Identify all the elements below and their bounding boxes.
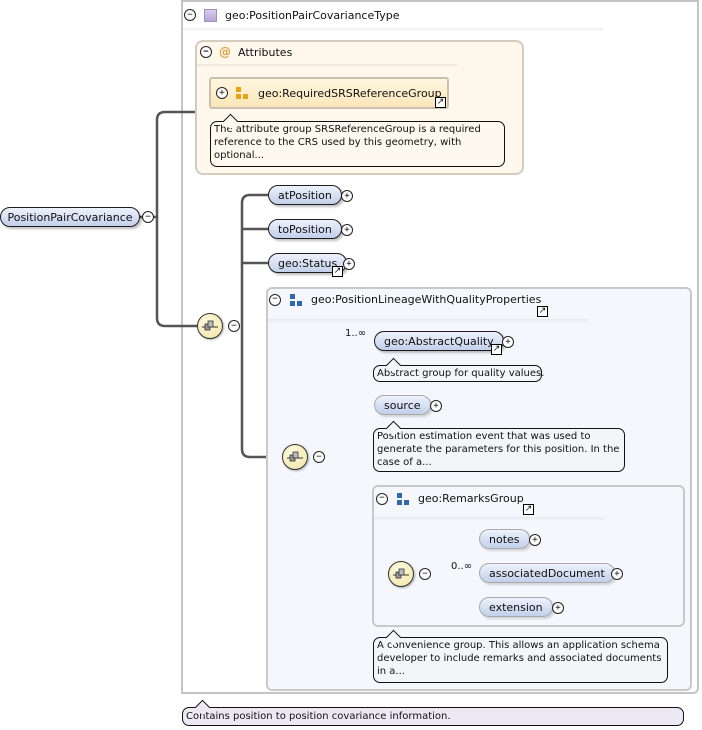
header-separator: [374, 517, 604, 521]
reference-arrow-icon[interactable]: ↗: [332, 266, 343, 277]
attribute-group-icon: [236, 87, 250, 99]
collapse-toggle[interactable]: −: [200, 46, 212, 58]
group-name: geo:PositionLineageWithQualityProperties: [311, 293, 542, 306]
abstract-quality-annotation: Abstract group for quality values.: [373, 357, 545, 382]
attribute-at-icon: @: [219, 45, 231, 59]
expand-toggle[interactable]: +: [611, 568, 623, 580]
element-source[interactable]: source: [374, 395, 431, 415]
expand-toggle[interactable]: +: [552, 602, 564, 614]
type-name: geo:PositionPairCovarianceType: [225, 8, 400, 22]
sequence-glyph-icon: [287, 451, 303, 462]
attribute-group-annotation: The attribute group SRSReferenceGroup is…: [210, 113, 505, 167]
header-separator: [183, 28, 603, 32]
attributes-label: Attributes: [238, 45, 293, 59]
source-annotation: Position estimation event that was used …: [373, 420, 625, 472]
element-geo-status[interactable]: geo:Status: [268, 253, 348, 273]
reference-arrow-icon[interactable]: ↗: [435, 97, 446, 108]
element-name: PositionPairCovariance: [7, 210, 133, 224]
annotation-text: A convenience group. This allows an appl…: [377, 640, 662, 677]
element-notes[interactable]: notes: [479, 529, 530, 549]
annotation-text: The attribute group SRSReferenceGroup is…: [214, 124, 481, 161]
expand-toggle[interactable]: +: [529, 534, 541, 546]
collapse-toggle[interactable]: −: [313, 451, 325, 463]
type-annotation: Contains position to position covariance…: [182, 699, 684, 726]
element-extension[interactable]: extension: [479, 597, 553, 617]
element-geo-abstract-quality[interactable]: geo:AbstractQuality: [374, 331, 504, 351]
expand-toggle[interactable]: +: [216, 87, 228, 99]
sequence-glyph-icon: [393, 568, 409, 579]
attribute-group-required-srs-reference[interactable]: + geo:RequiredSRSReferenceGroup: [209, 77, 449, 109]
reference-arrow-icon[interactable]: ↗: [537, 306, 548, 317]
expand-toggle[interactable]: +: [341, 190, 353, 202]
element-to-position[interactable]: toPosition: [268, 219, 342, 239]
element-associated-document[interactable]: associatedDocument: [479, 563, 615, 583]
annotation-text: Position estimation event that was used …: [377, 431, 620, 468]
reference-arrow-icon[interactable]: ↗: [491, 344, 502, 355]
sequence-compositor-icon[interactable]: [197, 313, 223, 339]
type-header: − geo:PositionPairCovarianceType: [184, 6, 400, 24]
element-name: associatedDocument: [489, 566, 605, 580]
element-at-position[interactable]: atPosition: [268, 185, 342, 205]
annotation-text: Contains position to position covariance…: [186, 711, 451, 722]
expand-toggle[interactable]: +: [343, 258, 355, 270]
group-name: geo:RemarksGroup: [418, 492, 524, 505]
expand-toggle[interactable]: +: [502, 336, 514, 348]
header-separator: [268, 319, 588, 323]
collapse-toggle[interactable]: −: [419, 568, 431, 580]
sequence-glyph-icon: [202, 320, 218, 331]
header-separator: [197, 64, 457, 68]
cardinality-label: 0..∞: [451, 561, 473, 572]
attributes-header: − @ Attributes: [198, 45, 292, 59]
element-name: geo:Status: [278, 256, 338, 270]
annotation-text: Abstract group for quality values.: [377, 368, 545, 379]
cardinality-label: 1..∞: [345, 328, 367, 339]
model-group-icon: [289, 293, 303, 306]
sequence-compositor-icon[interactable]: [282, 444, 308, 470]
reference-arrow-icon[interactable]: ↗: [523, 504, 534, 515]
element-name: toPosition: [278, 222, 332, 236]
element-name: source: [384, 398, 421, 412]
remarks-group-annotation: A convenience group. This allows an appl…: [373, 629, 668, 683]
model-group-icon: [396, 492, 410, 505]
element-name: atPosition: [278, 188, 332, 202]
root-element-position-pair-covariance[interactable]: PositionPairCovariance: [0, 207, 140, 227]
attribute-group-name: geo:RequiredSRSReferenceGroup: [258, 86, 442, 100]
expand-toggle[interactable]: +: [430, 400, 442, 412]
element-name: extension: [489, 600, 543, 614]
expand-toggle[interactable]: +: [341, 224, 353, 236]
collapse-toggle[interactable]: −: [184, 9, 196, 21]
collapse-toggle[interactable]: −: [142, 211, 154, 223]
collapse-toggle[interactable]: −: [269, 293, 281, 306]
lineage-group-header: − geo:PositionLineageWithQualityProperti…: [269, 293, 541, 306]
remarks-group-header: − geo:RemarksGroup: [376, 492, 524, 505]
element-name: notes: [489, 532, 520, 546]
collapse-toggle[interactable]: −: [228, 320, 240, 332]
sequence-compositor-icon[interactable]: [388, 561, 414, 587]
complex-type-icon: [204, 8, 217, 22]
element-name: geo:AbstractQuality: [384, 334, 494, 348]
collapse-toggle[interactable]: −: [376, 492, 388, 505]
